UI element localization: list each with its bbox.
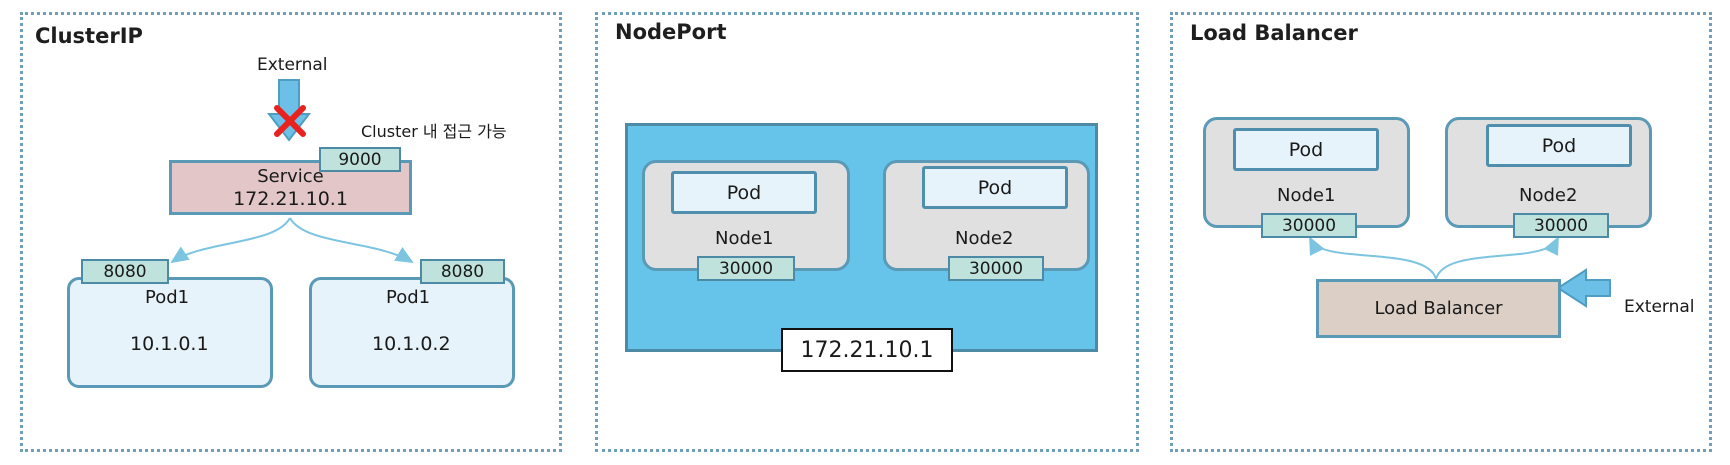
pod1-port-badge: 8080 xyxy=(81,259,169,284)
node2-name: Node2 xyxy=(955,228,1014,249)
clusterip-panel xyxy=(20,12,562,452)
nodeport-title: NodePort xyxy=(615,20,727,44)
loadbalancer-panel xyxy=(1170,12,1712,452)
clusterip-access-note: Cluster 내 접근 가능 xyxy=(361,122,507,141)
service-to-pod1-arrow xyxy=(170,217,291,264)
pod1-name: Pod1 xyxy=(145,287,190,308)
node2-pod: Pod xyxy=(922,166,1068,209)
pod1-ip: 10.1.0.1 xyxy=(130,333,209,355)
clusterip-external-label: External xyxy=(257,55,328,75)
pod2-box xyxy=(309,277,515,388)
service-ip: 172.21.10.1 xyxy=(233,187,348,210)
load-balancer-box: Load Balancer xyxy=(1316,279,1561,338)
pod2-port-badge: 8080 xyxy=(420,259,505,284)
node1-name: Node1 xyxy=(715,228,774,249)
lb-to-node2-arrow xyxy=(1435,236,1559,280)
service-box: Service 172.21.10.1 xyxy=(169,160,412,215)
loadbalancer-title: Load Balancer xyxy=(1190,21,1358,45)
lb-node1-name: Node1 xyxy=(1277,185,1336,206)
nodeport-panel xyxy=(595,12,1139,452)
node1-port-badge: 30000 xyxy=(697,256,795,281)
external-left-arrow xyxy=(1556,268,1611,308)
pod1-box xyxy=(67,277,273,388)
blocked-x-icon xyxy=(274,105,306,137)
lb-node2-name: Node2 xyxy=(1519,185,1578,206)
lb-to-node1-arrow xyxy=(1309,236,1437,280)
service-port-badge: 9000 xyxy=(319,147,401,172)
pod2-ip: 10.1.0.2 xyxy=(372,333,451,355)
lb-node2-port-badge: 30000 xyxy=(1513,213,1609,238)
lb-external-label: External xyxy=(1624,297,1695,317)
lb-node2-pod: Pod xyxy=(1486,124,1632,167)
service-to-pod2-arrow xyxy=(289,217,414,264)
node2-port-badge: 30000 xyxy=(948,256,1044,281)
lb-node1-port-badge: 30000 xyxy=(1261,213,1357,238)
pod2-name: Pod1 xyxy=(386,287,431,308)
nodeport-ip-box: 172.21.10.1 xyxy=(781,328,953,372)
clusterip-title: ClusterIP xyxy=(35,24,143,48)
service-name: Service xyxy=(257,165,324,187)
node1-pod: Pod xyxy=(671,171,817,214)
lb-node1-pod: Pod xyxy=(1233,128,1379,171)
